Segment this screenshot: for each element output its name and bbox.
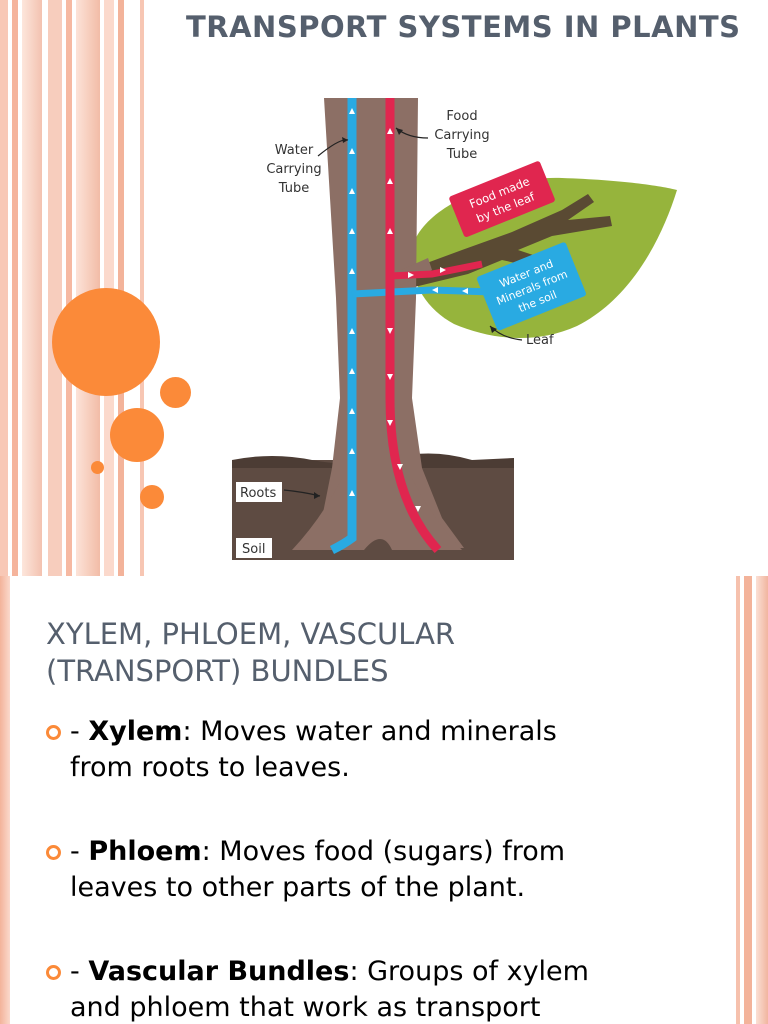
svg-text:Food: Food — [446, 109, 477, 124]
bullet-marker-icon — [46, 965, 61, 980]
bullet-marker-icon — [46, 845, 61, 860]
water-tube — [329, 98, 357, 555]
label-water-carrying-tube: Water Carrying Tube — [266, 143, 321, 196]
label-leaf: Leaf — [526, 333, 554, 348]
svg-text:Tube: Tube — [278, 181, 309, 196]
decorative-stripes — [0, 0, 150, 576]
bullet-xylem: - Xylem: Moves water and minerals from r… — [46, 714, 726, 786]
slide-2: XYLEM, PHLOEM, VASCULAR (TRANSPORT) BUND… — [0, 576, 768, 1024]
label-water-minerals: Water and Minerals from the soil — [477, 242, 586, 331]
label-food-made: Food made by the leaf — [449, 161, 555, 237]
bullet-phloem: - Phloem: Moves food (sugars) from leave… — [46, 834, 726, 906]
slide-title: XYLEM, PHLOEM, VASCULAR (TRANSPORT) BUND… — [46, 617, 456, 688]
slide-title: TRANSPORT SYSTEMS IN PLANTS — [186, 10, 741, 44]
decorative-circle-small — [91, 461, 104, 474]
label-soil: Soil — [242, 542, 265, 557]
bullet-list: - Xylem: Moves water and minerals from r… — [46, 714, 726, 1024]
bullet-vascular-bundles: - Vascular Bundles: Groups of xylem and … — [46, 954, 726, 1024]
svg-text:Carrying: Carrying — [434, 128, 489, 143]
decorative-stripes-right — [736, 576, 768, 1024]
slide-1: TRANSPORT SYSTEMS IN PLANTS — [0, 0, 741, 576]
decorative-circle — [140, 485, 164, 509]
plant-transport-diagram: Water Carrying Tube Food Carrying Tube F… — [232, 98, 677, 560]
svg-text:Water: Water — [275, 143, 314, 158]
svg-text:Carrying: Carrying — [266, 162, 321, 177]
svg-text:Tube: Tube — [446, 147, 477, 162]
food-tube — [385, 98, 442, 554]
decorative-circle — [110, 408, 164, 462]
decorative-circle-large — [52, 288, 160, 396]
branch — [397, 194, 612, 290]
decorative-circle — [160, 377, 191, 408]
label-food-carrying-tube: Food Carrying Tube — [434, 109, 489, 162]
label-roots: Roots — [240, 486, 276, 501]
bullet-marker-icon — [46, 725, 61, 740]
decorative-stripe-left — [0, 576, 10, 1024]
